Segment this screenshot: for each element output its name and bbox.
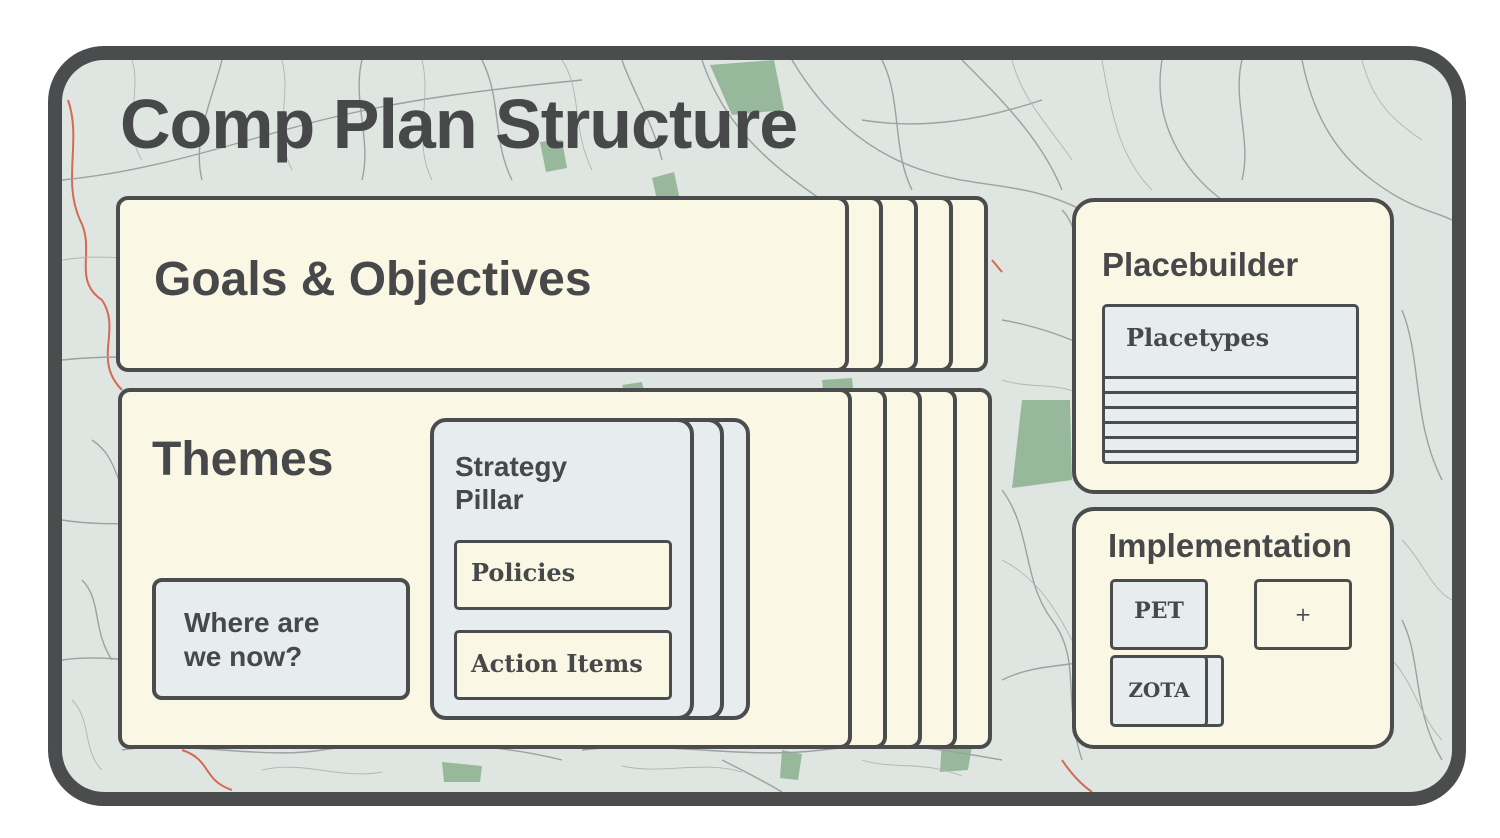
themes-title: Themes: [152, 433, 334, 486]
policies-label: Policies: [471, 558, 576, 587]
placetypes-box: Placetypes: [1102, 304, 1359, 379]
placebuilder-card: Placebuilder Placetypes: [1072, 198, 1394, 494]
pet-label: PET: [1134, 598, 1184, 624]
zota-label: ZOTA: [1128, 678, 1190, 702]
map-minor-roads: [62, 60, 1452, 777]
placebuilder-title: Placebuilder: [1102, 246, 1299, 283]
add-item-label: +: [1294, 602, 1312, 626]
implementation-card: Implementation PET + ZOTA: [1072, 507, 1394, 749]
goals-objectives-title: Goals & Objectives: [154, 253, 592, 306]
goals-objectives-card: Goals & Objectives: [116, 196, 849, 372]
action-items-label: Action Items: [471, 649, 643, 678]
pet-box: PET: [1110, 579, 1208, 650]
where-are-we-now-box: Where are we now?: [152, 578, 410, 700]
placetypes-label: Placetypes: [1126, 323, 1270, 352]
where-are-we-now-label: Where are we now?: [184, 607, 320, 672]
zota-box: ZOTA: [1110, 655, 1208, 727]
diagram-title: Comp Plan Structure: [120, 85, 798, 163]
placetypes-stack: Placetypes: [1102, 304, 1359, 464]
strategy-pillar-card: Strategy Pillar Policies Action Items: [430, 418, 694, 720]
add-item-box: +: [1254, 579, 1352, 650]
implementation-title: Implementation: [1108, 527, 1352, 564]
action-items-box: Action Items: [454, 630, 672, 700]
map-water: [67, 99, 1093, 792]
strategy-pillar-title: Strategy Pillar: [455, 451, 568, 515]
policies-box: Policies: [454, 540, 672, 610]
